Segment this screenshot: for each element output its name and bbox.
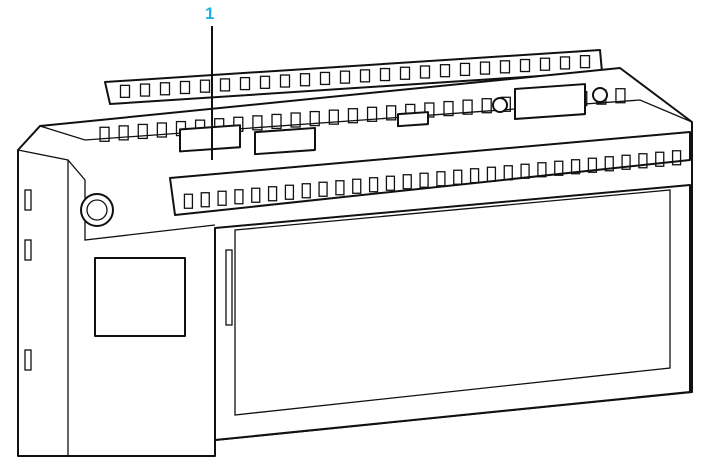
terminal-slot — [587, 157, 598, 173]
side-slot-3 — [24, 349, 32, 371]
terminal-slot — [539, 57, 551, 71]
terminal-slot — [385, 175, 396, 191]
terminal-slot — [179, 80, 191, 95]
terminal-slot — [183, 193, 194, 209]
terminal-slot — [424, 102, 435, 118]
terminal-slot — [251, 187, 261, 203]
terminal-slot — [419, 65, 431, 79]
terminal-slot — [559, 56, 571, 70]
left-block-edge — [17, 149, 216, 241]
rear-terminal-teeth — [119, 54, 591, 99]
terminal-slot — [443, 100, 454, 117]
terminal-slot — [439, 64, 451, 78]
terminal-slot — [386, 105, 397, 121]
terminal-slot — [284, 184, 295, 200]
terminal-slot — [453, 169, 463, 185]
front-terminal-teeth — [183, 150, 682, 209]
terminal-slot — [459, 62, 471, 77]
terminal-slot — [638, 153, 648, 169]
side-slot-2 — [24, 239, 32, 261]
terminal-slot — [199, 79, 211, 93]
screw-inner — [86, 199, 108, 221]
terminal-slot — [554, 160, 564, 176]
terminal-slot — [479, 61, 491, 75]
terminal-slot — [271, 113, 282, 130]
terminal-slot — [579, 54, 591, 69]
terminal-slot — [481, 98, 492, 114]
terminal-slot — [318, 181, 328, 197]
front-cover — [214, 184, 691, 441]
terminal-slot — [267, 186, 278, 202]
screw-icon — [80, 193, 114, 227]
terminal-slot — [239, 76, 251, 91]
standoff-2 — [592, 87, 608, 103]
terminal-slot — [159, 82, 171, 96]
connector-port-1 — [179, 124, 241, 153]
front-cover-inner — [234, 189, 671, 416]
terminal-slot — [462, 99, 473, 115]
terminal-slot — [519, 58, 531, 73]
terminal-slot — [499, 60, 511, 74]
terminal-slot — [347, 108, 359, 124]
terminal-slot — [419, 172, 429, 188]
terminal-slot — [118, 125, 129, 141]
side-slot-1 — [24, 189, 32, 211]
terminal-slot — [570, 159, 581, 175]
terminal-slot — [309, 110, 320, 127]
sub-d-connector — [514, 83, 586, 120]
terminal-slot — [139, 83, 151, 97]
terminal-slot — [486, 166, 497, 182]
front-terminal-rail — [169, 131, 691, 216]
terminal-slot — [299, 73, 311, 87]
terminal-slot — [339, 70, 351, 84]
terminal-slot — [671, 150, 682, 166]
terminal-slot — [436, 171, 446, 187]
terminal-slot — [402, 174, 412, 190]
terminal-slot — [319, 71, 331, 86]
terminal-slot — [366, 106, 378, 122]
top-face-edge — [39, 99, 693, 141]
connector-port-3 — [397, 111, 429, 128]
terminal-slot — [279, 74, 291, 88]
terminal-slot — [469, 168, 480, 184]
terminal-slot — [219, 78, 231, 92]
terminal-slot — [520, 163, 530, 179]
connector-port-2 — [254, 126, 316, 156]
terminal-slot — [290, 112, 301, 128]
terminal-slot — [119, 84, 131, 99]
terminal-slot — [217, 190, 227, 206]
terminal-slot — [621, 154, 631, 170]
display-window — [94, 257, 186, 337]
terminal-slot — [328, 109, 339, 125]
terminal-slot — [359, 69, 371, 83]
terminal-slot — [503, 165, 513, 181]
terminal-slot — [252, 115, 263, 131]
terminal-slot — [655, 151, 665, 167]
terminal-slot — [368, 177, 379, 193]
standoff-1 — [492, 97, 508, 113]
terminal-slot — [604, 156, 614, 172]
terminal-slot — [399, 66, 411, 80]
terminal-slot — [301, 183, 311, 199]
terminal-slot — [615, 88, 626, 104]
terminal-slot — [259, 75, 271, 89]
terminal-slot — [234, 189, 244, 205]
terminal-slot — [137, 123, 148, 140]
callout-label-1: 1 — [205, 4, 215, 23]
terminal-slot — [99, 126, 110, 142]
cover-hinge — [225, 249, 233, 326]
terminal-slot — [200, 192, 210, 208]
terminal-slot — [379, 67, 391, 82]
terminal-slot — [352, 178, 362, 194]
terminal-slot — [335, 180, 345, 196]
terminal-slot — [537, 162, 547, 178]
terminal-slot — [156, 122, 168, 138]
